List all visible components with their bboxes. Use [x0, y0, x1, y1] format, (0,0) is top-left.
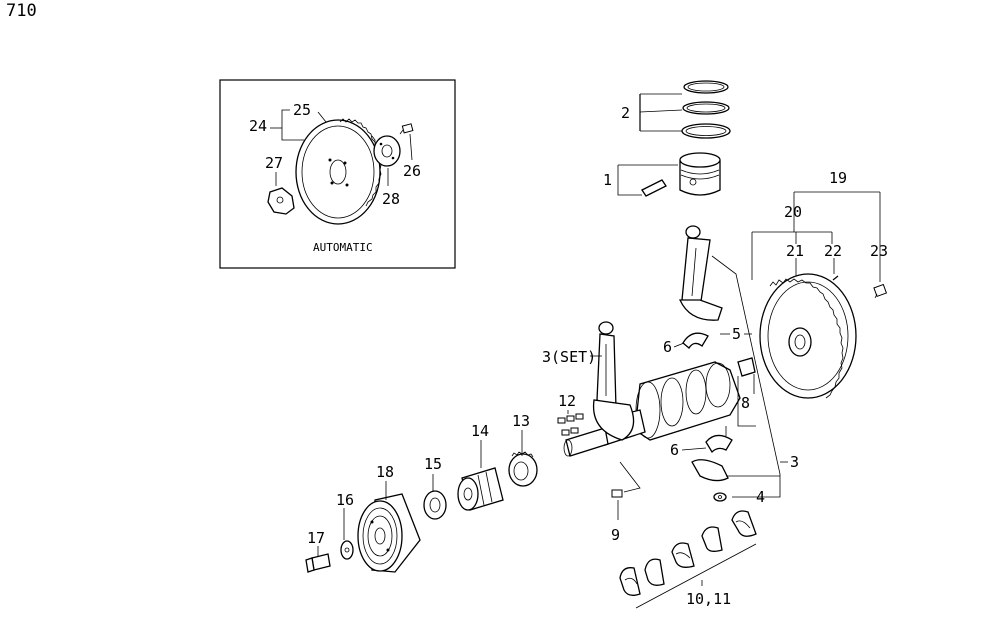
callout-12: 12 — [558, 392, 576, 410]
pulley-bolt-washer[interactable] — [340, 540, 354, 560]
callout-13: 13 — [512, 412, 530, 430]
woodruff-key[interactable] — [611, 489, 623, 498]
drive-plate[interactable] — [295, 118, 382, 225]
callout-4: 4 — [756, 488, 765, 506]
callout-22: 22 — [824, 242, 842, 260]
inset-frame — [219, 79, 456, 269]
pulley-washer[interactable] — [423, 490, 447, 520]
callout-25: 25 — [293, 101, 311, 119]
callout-3-set: 3(SET) — [542, 348, 596, 366]
connecting-rod-upper[interactable] — [678, 225, 723, 321]
flywheel[interactable] — [759, 273, 857, 399]
callout-18: 18 — [376, 463, 394, 481]
callout-6a: 6 — [663, 338, 672, 356]
callout-19: 19 — [829, 169, 847, 187]
flywheel-dowel[interactable] — [832, 275, 839, 281]
callout-15: 15 — [424, 455, 442, 473]
crank-spacer[interactable] — [457, 467, 504, 511]
callout-1: 1 — [603, 171, 612, 189]
thrust-washers[interactable] — [557, 413, 584, 436]
callout-10-11: 10,11 — [686, 590, 731, 608]
main-bearings[interactable] — [619, 510, 757, 596]
pulley-bolt[interactable] — [305, 553, 331, 573]
callout-27: 27 — [265, 154, 283, 172]
callout-26: 26 — [403, 162, 421, 180]
drive-plate-adapter[interactable] — [373, 135, 401, 167]
callout-9: 9 — [611, 526, 620, 544]
flywheel-bolt[interactable] — [873, 283, 888, 299]
automatic-inset: 24 25 27 26 28 AUTOMATIC — [219, 79, 456, 269]
callout-3: 3 — [790, 453, 799, 471]
callout-8: 8 — [741, 394, 750, 412]
connecting-rod-set[interactable] — [592, 321, 635, 441]
inset-caption: AUTOMATIC — [313, 241, 373, 254]
piston-rings[interactable] — [681, 80, 731, 139]
rod-bearing-lower[interactable] — [705, 434, 733, 454]
callout-5: 5 — [732, 325, 741, 343]
crankshaft-pulley[interactable] — [357, 493, 421, 573]
reinforcement-plate[interactable] — [267, 187, 295, 215]
callout-24: 24 — [249, 117, 267, 135]
callout-6b: 6 — [670, 441, 679, 459]
drive-plate-bolt[interactable] — [399, 123, 414, 135]
diagram-code: 710 — [6, 1, 37, 21]
piston[interactable] — [679, 152, 721, 196]
callout-20: 20 — [784, 203, 802, 221]
rod-bearing-upper[interactable] — [682, 332, 709, 349]
callout-14: 14 — [471, 422, 489, 440]
callout-2: 2 — [621, 104, 630, 122]
callout-17: 17 — [307, 529, 325, 547]
rod-cap[interactable] — [691, 459, 729, 482]
callout-21: 21 — [786, 242, 804, 260]
piston-pin[interactable] — [641, 179, 667, 197]
rod-nut[interactable] — [713, 492, 727, 502]
callout-28: 28 — [382, 190, 400, 208]
crank-sprocket[interactable] — [508, 451, 538, 487]
main-bearing-cylinder[interactable] — [737, 357, 756, 377]
callout-23: 23 — [870, 242, 888, 260]
callout-16: 16 — [336, 491, 354, 509]
